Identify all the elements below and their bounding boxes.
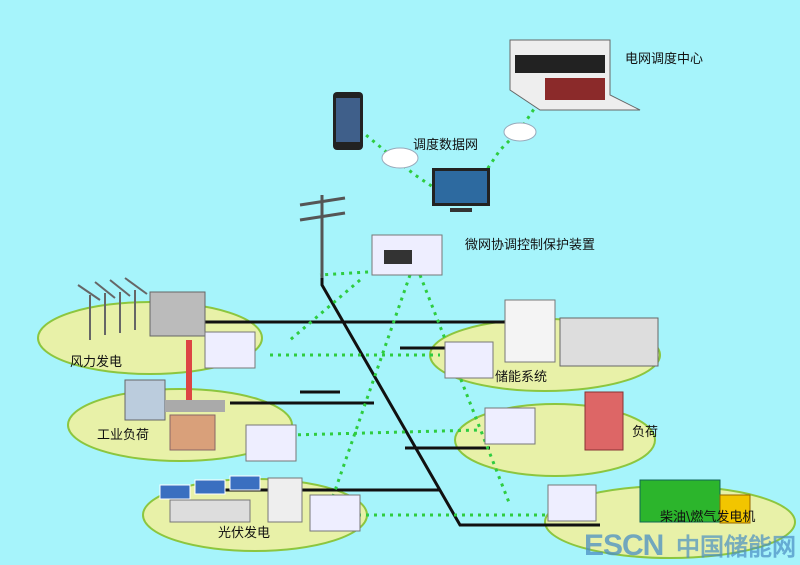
watermark-logo: ESCN: [584, 529, 664, 562]
label-wind: 风力发电: [70, 355, 123, 370]
factory-icon: [124, 340, 225, 451]
label-controller: 微网协调控制保护装置: [465, 238, 596, 253]
protection-device-icons: [204, 331, 597, 532]
label-load: 负荷: [632, 425, 659, 440]
communication-lines: [270, 99, 555, 517]
wind-turbine-icon: [77, 277, 148, 340]
watermark-text: 中国储能网: [676, 533, 796, 561]
cloud-icon: [381, 122, 537, 169]
dispatch-center-icon: [509, 39, 641, 111]
generator-icon: [639, 479, 751, 524]
label-industrial-load: 工业负荷: [97, 428, 150, 443]
storage-icon: [504, 299, 659, 367]
phone-icon: [333, 92, 363, 150]
pole-icon: [299, 195, 346, 278]
label-dispatch-network: 调度数据网: [413, 138, 479, 153]
inverter-icon: [267, 477, 303, 523]
label-generator: 柴油\燃气发电机: [660, 510, 756, 525]
controller-device-icon: [371, 234, 443, 276]
label-dispatch-center: 电网调度中心: [625, 52, 704, 67]
label-storage: 储能系统: [495, 370, 548, 385]
building-load-icon: [584, 391, 624, 451]
label-pv: 光伏发电: [218, 526, 271, 541]
monitor-icon: [432, 168, 490, 212]
wind-cabinet-icon: [149, 291, 206, 337]
solar-panel-icon: [159, 475, 261, 523]
